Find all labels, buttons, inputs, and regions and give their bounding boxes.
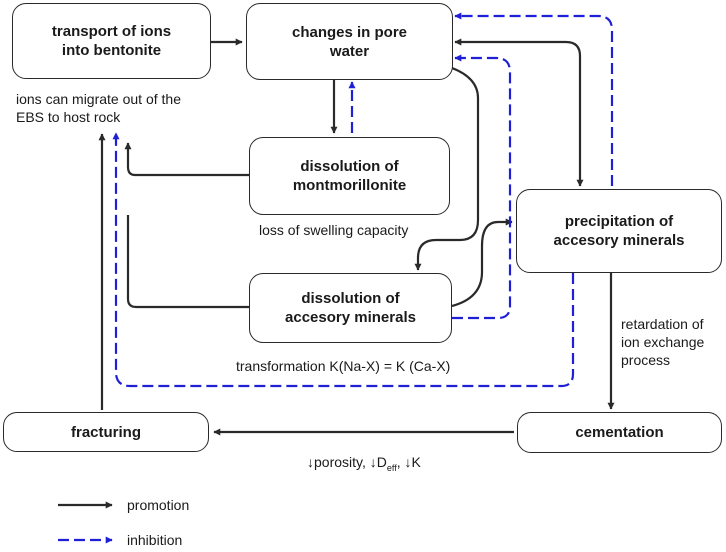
annotation-porosity-suffix: , ↓K xyxy=(396,454,421,470)
node-changes-in-pore-water: changes in pore water xyxy=(246,3,453,80)
inhibition-precipitation-to-porewater xyxy=(454,12,614,186)
annotation-porosity-subscript: eff xyxy=(386,462,397,473)
arrow-accessory-to-precipitation xyxy=(451,218,513,308)
inhibition-accessory-to-porewater xyxy=(452,54,512,320)
arrow-porewater-precipitation xyxy=(454,38,584,187)
annotation-ions-migrate: ions can migrate out of the EBS to host … xyxy=(16,91,181,125)
arrow-montmorillonite-to-migrate xyxy=(124,142,249,177)
node-transport-of-ions: transport of ions into bentonite xyxy=(12,3,211,79)
inhibition-precipitation-to-migrate xyxy=(112,132,575,388)
node-precipitation-of-accesory-minerals: precipitation of accesory minerals xyxy=(516,189,722,273)
annotation-porosity-prefix: ↓porosity, ↓D xyxy=(307,454,387,470)
annotation-retardation: retardation of ion exchange process xyxy=(621,316,705,368)
annotation-transformation: transformation K(Na-X) = K (Ca-X) xyxy=(236,358,451,374)
node-cementation: cementation xyxy=(517,412,722,453)
annotation-loss-of-swelling: loss of swelling capacity xyxy=(259,222,409,238)
node-dissolution-of-accesory-minerals: dissolution of accesory minerals xyxy=(249,273,452,343)
node-dissolution-of-montmorillonite: dissolution of montmorillonite xyxy=(249,137,450,215)
annotation-porosity: ↓porosity, ↓Deff, ↓K xyxy=(307,453,421,477)
arrow-accessory-to-migrate xyxy=(126,215,249,309)
legend-inhibition-label: inhibition xyxy=(127,532,183,548)
legend-promotion-label: promotion xyxy=(127,497,190,513)
node-fracturing: fracturing xyxy=(3,412,209,452)
